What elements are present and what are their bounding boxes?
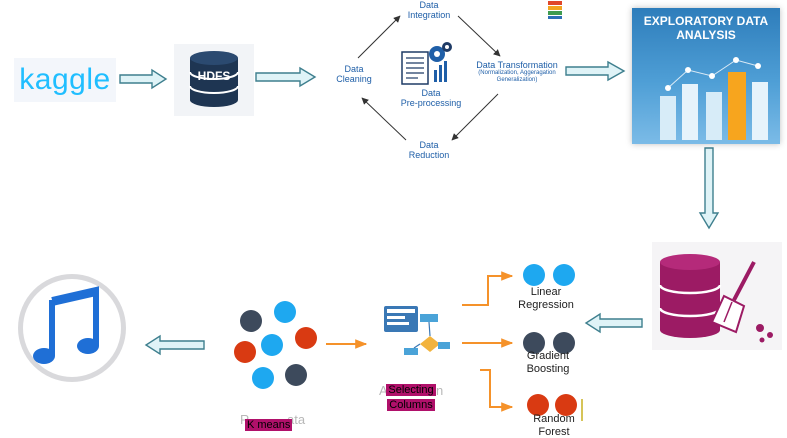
linear-regression-line1: Linear: [530, 286, 562, 298]
orange-arrow-to-linear-regression: [462, 271, 514, 306]
data-cleaning-label-line1: Data: [344, 64, 364, 74]
cluster-dot-red-2: [295, 327, 317, 349]
gradient-boosting-line2: Boosting: [526, 362, 570, 375]
hdfs-label: HDFS: [197, 69, 231, 83]
data-reduction-label-line1: Data: [419, 140, 439, 150]
music-app-icon: [18, 274, 126, 382]
cycle-arrow-cleaning-to-integration: [357, 15, 401, 59]
preprocessing-gear-icon: [401, 42, 452, 85]
cycle-arrow-reduction-to-cleaning: [361, 97, 407, 141]
data-cleaning-label-line2: Cleaning: [336, 74, 372, 85]
cluster-dot-dark-2: [285, 364, 307, 386]
cluster-dot-blue-1: [274, 301, 296, 323]
linear-regression-dot-right: [553, 264, 575, 286]
random-forest-dot-right: [555, 394, 577, 416]
cluster-dot-red-1: [234, 341, 256, 363]
data-preprocessing-label-line1: Data: [421, 88, 441, 98]
data-integration-label: Data Integration: [392, 0, 466, 21]
orange-arrow-to-random-forest: [480, 369, 514, 412]
selecting-columns-line2: Columns: [387, 399, 435, 411]
arrow-eda-down: [698, 147, 720, 230]
hdfs-database-icon: [174, 44, 254, 116]
gradient-boosting-dot-left: [523, 332, 545, 354]
random-forest-line1: Random: [533, 413, 575, 425]
gradient-boosting-dot-right: [553, 332, 575, 354]
selection-underlying-text-right: n: [436, 383, 444, 398]
arrow-preprocessing-to-eda: [565, 60, 626, 82]
data-reduction-label-line2: Reduction: [408, 150, 450, 161]
selecting-columns-line1: Selecting: [386, 384, 436, 396]
k-means-text: K means: [245, 419, 293, 431]
data-transformation-sub2: Generalization): [496, 77, 538, 84]
gradient-boosting-line1: Gradient: [526, 350, 570, 362]
arrow-kaggle-to-hdfs: [119, 68, 168, 90]
eda-title: EXPLORATORY DATA ANALYSIS: [632, 14, 780, 42]
data-transformation-sub1: (Normalization, Aggeragation: [478, 70, 556, 77]
random-forest-line2: Forest: [538, 425, 570, 438]
linear-regression-label: Linear Regression: [498, 286, 594, 311]
linear-regression-line2: Regression: [518, 298, 574, 311]
random-forest-label: Random Forest: [506, 413, 602, 438]
eda-title-line1: EXPLORATORY DATA: [643, 14, 769, 28]
selecting-columns-label: Selecting Columns: [384, 382, 438, 412]
data-integration-label-line2: Integration: [407, 10, 451, 21]
linear-regression-dot-left: [523, 264, 545, 286]
arrow-hdfs-to-preprocessing: [255, 66, 317, 88]
selection-underlying-text-left: A: [379, 383, 388, 398]
kaggle-logo: kaggle: [14, 58, 116, 102]
arrow-to-music-app: [144, 334, 205, 356]
cluster-dot-dark-1: [240, 310, 262, 332]
cluster-dot-blue-3: [252, 367, 274, 389]
kaggle-logo-text: kaggle: [19, 63, 111, 96]
eda-panel: EXPLORATORY DATA ANALYSIS: [632, 8, 780, 144]
data-transformation-title: Data Transformation: [476, 60, 558, 70]
selection-flowchart-icon: [384, 306, 450, 355]
clustering-underlying-text-left: R: [240, 412, 249, 427]
cycle-arrow-transformation-to-reduction: [451, 93, 499, 141]
cluster-dot-blue-2: [261, 334, 283, 356]
data-preprocessing-label-line2: Pre-processing: [400, 98, 462, 109]
random-forest-dot-left: [527, 394, 549, 416]
eda-title-line2: ANALYSIS: [676, 28, 736, 42]
data-preprocessing-label: Data Pre-processing: [390, 88, 472, 109]
data-integration-label-line1: Data: [419, 0, 439, 10]
data-cleaning-label: Data Cleaning: [318, 64, 390, 85]
database-clean-icon: [652, 242, 782, 350]
eda-bar-chart-icon: [660, 57, 768, 140]
cycle-arrow-integration-to-transformation: [457, 15, 501, 57]
k-means-label: K means: [245, 415, 293, 433]
gradient-boosting-label: Gradient Boosting: [500, 350, 596, 375]
data-transformation-label: Data Transformation (Normalization, Agge…: [462, 60, 572, 84]
arrow-to-model-column: [584, 312, 643, 334]
data-reduction-label: Data Reduction: [392, 140, 466, 161]
stack-logo-icon: [548, 1, 562, 19]
